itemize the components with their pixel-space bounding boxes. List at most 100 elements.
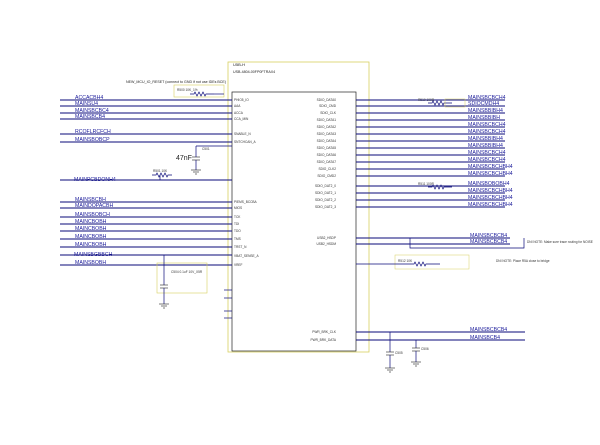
left-net-label: ACCACBH4	[75, 95, 103, 101]
left-net-label: MAINSU4	[75, 101, 98, 107]
left-net-row: MAINCBOBH TMS	[60, 234, 241, 241]
right-pin-name: SDIO_CLK2	[318, 167, 336, 171]
right-pin-name: SDIO_CMD2	[317, 174, 336, 178]
left-net-label: MAINSBOBCH	[75, 212, 110, 218]
right-pin-name: SDIO_DATA4	[317, 139, 337, 143]
left-bottom-stubs	[224, 289, 232, 319]
right-pin-name: PWR_BRK_DATA	[310, 338, 336, 342]
left-net-label: MAINSBOBH	[75, 260, 106, 266]
right-pin-name: USB2_HSDM	[317, 242, 337, 246]
left-net-label: MAINCBOBH	[75, 242, 107, 248]
right-pin-name: SDIO_DAT2_0	[315, 184, 336, 188]
left-net-label: MAINSBOBCP	[75, 137, 110, 143]
right-pin-name: SDIO_DATA0	[317, 98, 337, 102]
usb-bracket	[356, 237, 525, 249]
side-note-2: DNI NOTE: Place R5A close to bridge	[496, 259, 550, 263]
left-net-label: RCOFLRCFCH	[75, 129, 111, 135]
right-pin-name: SDIO_DAT2_3	[315, 205, 336, 209]
right-net-label: MAINSBCB4	[470, 335, 500, 341]
side-note-1: DNI NOTE: Make sure trace routing for NO…	[527, 240, 593, 244]
left-pin-name: TDO	[234, 229, 241, 233]
ic-note: NEW_MCU_IO_RESET (connect to GND if not …	[126, 80, 226, 84]
resistor-right-low-zigzag	[410, 261, 440, 267]
right-net-label: MAINSBCBCHBH4	[468, 188, 513, 194]
right-net-label: MAINSBCBCB4	[470, 327, 507, 333]
left-net-label: MAINCBOBH	[75, 234, 107, 240]
left-pin-name: TRST_N	[234, 245, 247, 249]
right-pin-name: SDIO_DATA1	[317, 118, 337, 122]
ground-icon	[385, 367, 395, 373]
left-pin-name: MIOS	[234, 206, 242, 210]
right-net-label: MAINSBCBCH4	[468, 129, 506, 135]
right-net-label: MAINSBBIBH4	[468, 108, 503, 114]
right-pin-name: SDIO_DATA5	[317, 146, 337, 150]
right-net-label: MAINSBBIBH	[468, 115, 500, 121]
right-net-label: MAINSBCBCB4	[470, 233, 507, 239]
left-net-row: MAINSBOBH VREF	[60, 260, 243, 267]
right-pin-name: USB2_HSDP	[317, 236, 336, 240]
right-net-label: SDIOCMDH4	[468, 101, 499, 107]
left-net-label: MAINSBCB4	[75, 114, 105, 120]
right-net-label: MAINSBBIBH4	[468, 136, 503, 142]
right-pin-name: PWR_BRK_CLK	[312, 330, 337, 334]
right-net-label: MAINSBCBCH4	[468, 95, 506, 101]
right-net-label: MAINSBCBCHBH4	[468, 171, 513, 177]
right-net-label: MAINSBCBCB4	[470, 239, 507, 245]
right-pin-name: SDIO_DATA2	[317, 125, 337, 129]
right-net-label: MAINSBBIBH4	[468, 143, 503, 149]
bottom-cap-a-label: C505	[395, 351, 403, 355]
left-pin-name: PHIO5_IO	[234, 98, 249, 102]
left-pin-name: TMS	[234, 237, 241, 241]
resistor-box-right-low	[394, 254, 470, 270]
resistor-box-right-top	[444, 98, 466, 108]
bottom-cap-b-label: C506	[421, 347, 429, 351]
right-pin-name: SDIO_DAT2_1	[315, 191, 336, 195]
right-net-label: MAINSBCBCH4	[468, 157, 506, 163]
left-pin-name: TDI	[234, 222, 239, 226]
left-net-label: MAINSBCBC4	[75, 108, 109, 114]
resistor-right-top-zigzag	[428, 100, 452, 106]
right-pin-name: SDIO_DATA6	[317, 153, 337, 157]
left-net-row: MAINDOPACBH MIOS	[60, 203, 242, 210]
cap-ref-label: C501	[202, 147, 210, 151]
resistor-top-zigzag	[190, 91, 214, 97]
left-pin-name: VREF	[234, 263, 243, 267]
left-net-row: MAINCBOBH TDO	[60, 226, 241, 233]
cap-value-label: 47nF	[176, 155, 192, 162]
left-net-label: MAINDOPACBH	[75, 203, 113, 209]
left-net-label: MAINCBOBH	[75, 226, 107, 232]
right-pin-name: SDIO_CLK	[320, 111, 337, 115]
right-net-label: MAINSBCBCH4	[468, 122, 506, 128]
ground-icon	[411, 361, 421, 367]
left-net-label: MAINSBCBH	[75, 197, 106, 203]
resistor-right-mid-label: R511 100R	[418, 182, 435, 186]
resistor-top-label: R500 10K_1%	[177, 88, 198, 92]
ic-part: USB-4804-00FP0FTRAX4	[233, 70, 275, 74]
right-net-label: MAINSBCBCH4	[468, 150, 506, 156]
ic-body	[231, 91, 357, 352]
right-net-label: MAINSBCBCHBH4	[468, 164, 513, 170]
